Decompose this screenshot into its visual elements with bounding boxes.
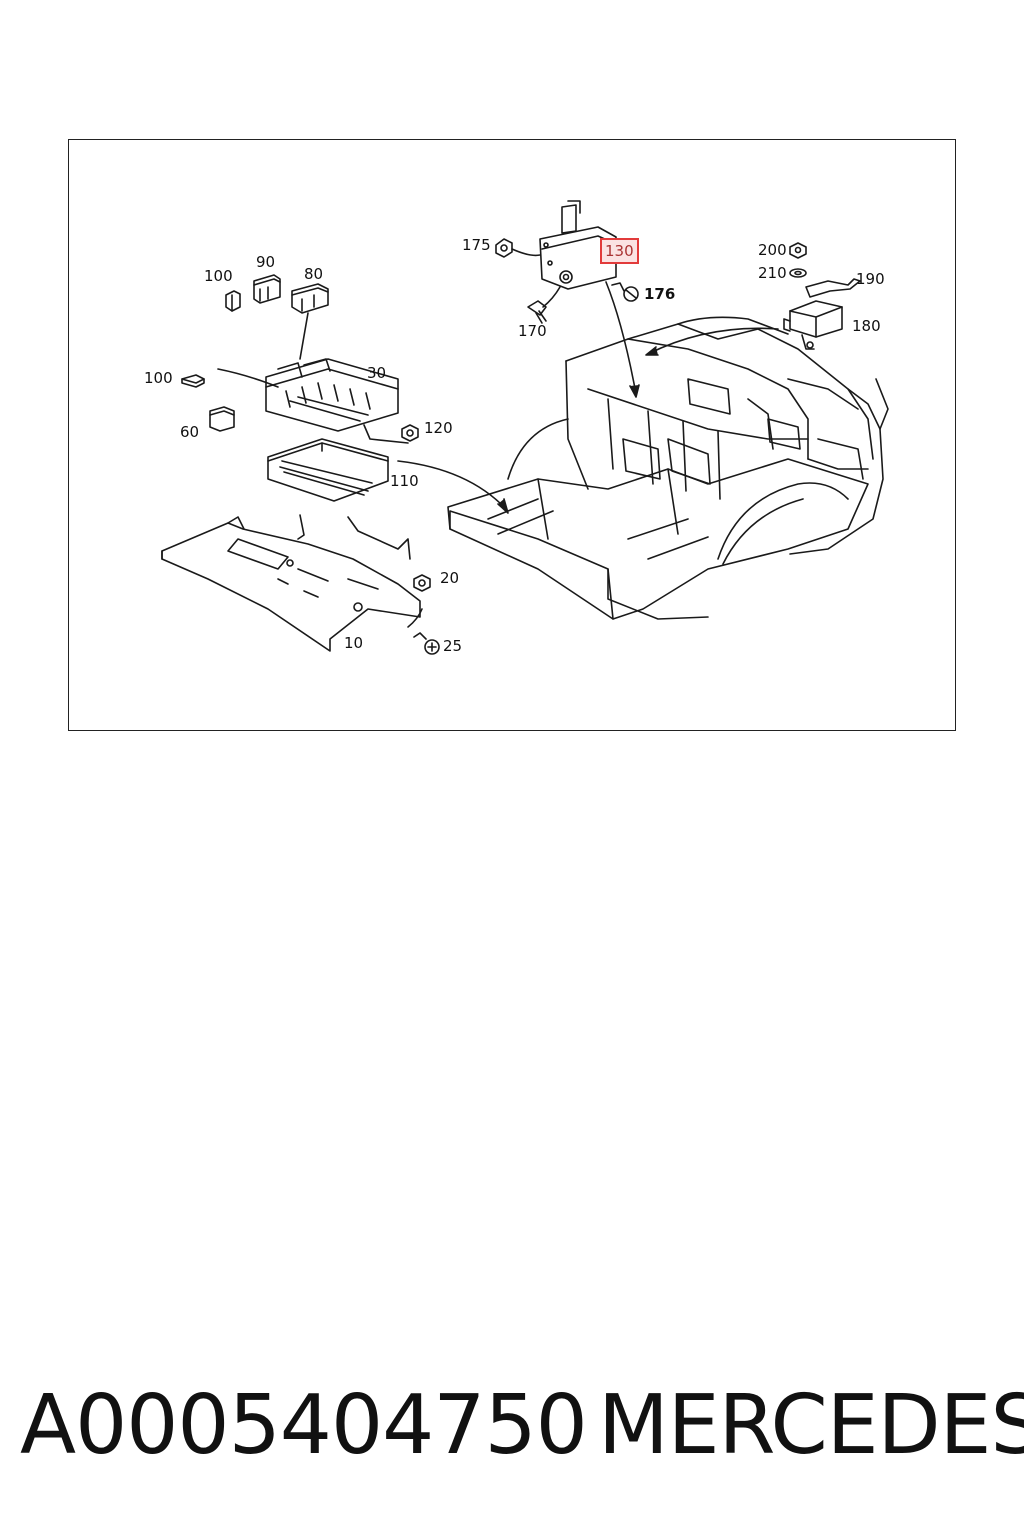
callout-100-left: 100	[144, 369, 173, 387]
nut-120	[401, 424, 419, 442]
control-module-130	[539, 200, 640, 398]
callout-25: 25	[443, 637, 463, 655]
control-unit-110	[267, 438, 509, 514]
screw-176	[611, 282, 639, 302]
callout-180: 180	[852, 317, 881, 335]
nut-20	[413, 574, 431, 592]
part-number: A0005404750	[20, 1378, 588, 1473]
relay-80	[291, 283, 329, 360]
callout-10: 10	[344, 634, 364, 652]
relay-60	[209, 406, 235, 432]
callout-20: 20	[440, 569, 460, 587]
callout-200: 200	[758, 241, 787, 259]
callout-80: 80	[304, 265, 324, 283]
callout-176: 176	[644, 285, 676, 303]
screw-170	[527, 286, 561, 324]
callout-130-highlighted: 130	[600, 238, 639, 264]
screw-25	[413, 632, 440, 655]
vehicle-body-shell	[447, 316, 889, 620]
callout-170: 170	[518, 322, 547, 340]
callout-110: 110	[390, 472, 419, 490]
hardware-200-210-190	[789, 242, 861, 298]
bolt-175	[495, 238, 541, 258]
callout-30: 30	[367, 364, 387, 382]
brand-name: MERCEDES	[598, 1378, 1024, 1473]
callout-210: 210	[758, 264, 787, 282]
callout-100-top: 100	[204, 267, 233, 285]
sensor-180	[645, 300, 843, 356]
callout-120: 120	[424, 419, 453, 437]
fuse-100-left	[181, 374, 205, 388]
mounting-tray-10	[161, 514, 423, 652]
callout-90: 90	[256, 253, 276, 271]
callout-190: 190	[856, 270, 885, 288]
fuse-relay-box-30	[217, 358, 409, 444]
relay-90	[253, 274, 281, 304]
callout-175: 175	[462, 236, 491, 254]
exploded-parts-diagram	[161, 200, 889, 655]
relay-100-top	[225, 290, 241, 312]
callout-60: 60	[180, 423, 200, 441]
